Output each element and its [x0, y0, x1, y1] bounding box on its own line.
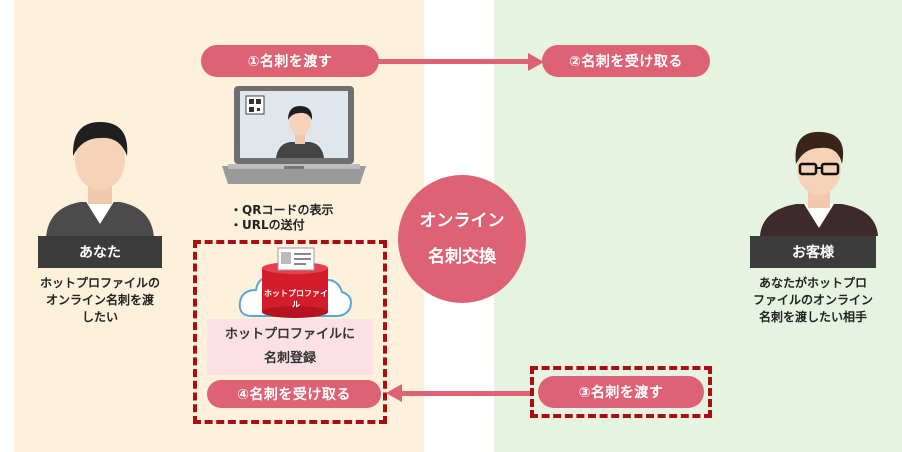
- registration-area: ホットプロファイルに 名刺登録: [207, 319, 373, 375]
- registration-line: ホットプロファイルに: [224, 327, 355, 342]
- center-line: オンライン: [419, 211, 505, 231]
- laptop-note: ・QRコードの表示: [230, 203, 334, 217]
- top-arrow-line: [370, 59, 530, 64]
- man-glasses-avatar-icon: [760, 131, 878, 236]
- laptop-notes: ・QRコードの表示 ・URLの送付: [230, 203, 333, 233]
- laptop-note: ・URLの送付: [230, 218, 305, 232]
- man-avatar-icon: [46, 122, 154, 238]
- center-line: 名刺交換: [428, 247, 496, 267]
- registration-dashed-box: [193, 240, 387, 424]
- right-person-label: お客様: [750, 236, 876, 268]
- center-circle: オンライン 名刺交換: [398, 175, 526, 303]
- right-desc-line: あなたがホットプロ: [758, 276, 867, 290]
- bottom-arrow-head-icon: [386, 384, 402, 402]
- step3-dashed-box: [530, 366, 712, 418]
- right-desc-line: ファイルのオンライン: [752, 293, 873, 307]
- step4-pill: ④名刺を受け取る: [207, 380, 381, 408]
- cloud-database-icon: [238, 247, 352, 318]
- cloud-logo-text: ホットプロファイル: [264, 289, 328, 309]
- left-person-label: あなた: [38, 236, 162, 268]
- right-desc-line: 名刺を渡したい相手: [758, 310, 867, 324]
- step3-pill: ③名刺を渡す: [538, 376, 704, 408]
- step1-pill: ①名刺を渡す: [201, 45, 379, 77]
- left-desc-line: オンライン名刺を渡: [45, 293, 154, 307]
- right-person-desc: あなたがホットプロ ファイルのオンライン 名刺を渡したい相手: [738, 275, 888, 326]
- registration-line: 名刺登録: [263, 351, 316, 366]
- left-person-desc: ホットプロファイルの オンライン名刺を渡 したい: [30, 275, 170, 326]
- bottom-arrow-line: [398, 391, 530, 396]
- top-arrow-head-icon: [528, 53, 544, 71]
- laptop-icon: [222, 86, 366, 184]
- left-desc-line: したい: [81, 310, 118, 324]
- step2-pill: ②名刺を受け取る: [542, 45, 710, 77]
- left-desc-line: ホットプロファイルの: [39, 276, 160, 290]
